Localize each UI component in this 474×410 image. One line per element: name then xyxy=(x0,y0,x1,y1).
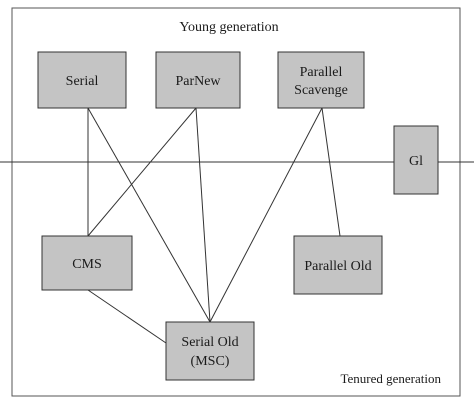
link-cms-serial-old xyxy=(87,289,167,344)
collector-serial-old: Serial Old (MSC) xyxy=(165,321,255,381)
young-generation-label: Young generation xyxy=(179,20,278,35)
collector-parallel-old: Parallel Old xyxy=(293,235,383,295)
tenured-generation-label: Tenured generation xyxy=(340,371,441,386)
link-serial-serial-old xyxy=(87,107,211,323)
collector-cms: CMS xyxy=(41,235,133,291)
collector-parnew: ParNew xyxy=(155,51,241,109)
collector-g1-label: Gl xyxy=(409,154,423,169)
collector-cms-label: CMS xyxy=(72,257,102,272)
collector-parallel-scavenge: Parallel Scavenge xyxy=(277,51,365,109)
connection-lines xyxy=(87,107,341,344)
collector-serial-old-line1: Serial Old xyxy=(181,335,238,350)
collector-serial-label: Serial xyxy=(66,74,99,89)
collector-parallel-scavenge-line1: Parallel xyxy=(300,65,343,80)
collector-serial: Serial xyxy=(37,51,127,109)
link-parnew-serial-old xyxy=(195,107,211,323)
collector-g1: Gl xyxy=(393,125,439,195)
link-scavenge-parallel-old xyxy=(321,107,341,237)
collector-parnew-label: ParNew xyxy=(175,74,221,89)
link-parnew-cms xyxy=(87,107,197,237)
collector-parallel-scavenge-line2: Scavenge xyxy=(294,83,348,98)
collector-parallel-old-label: Parallel Old xyxy=(304,259,371,274)
collector-serial-old-line2: (MSC) xyxy=(191,354,230,369)
link-scavenge-serial-old xyxy=(209,107,323,323)
